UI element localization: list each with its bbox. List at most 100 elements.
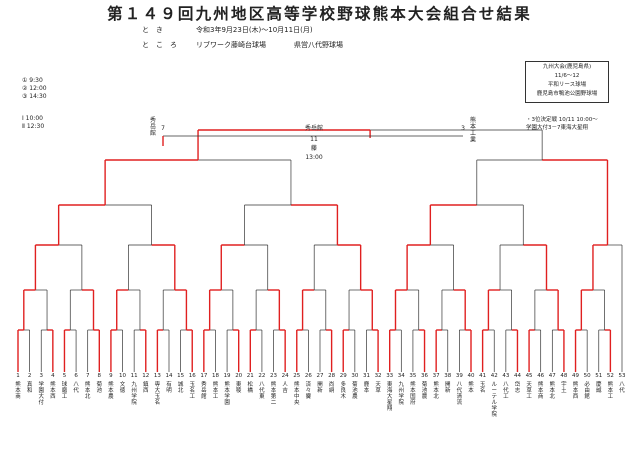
team-name: 代 (259, 386, 265, 394)
team-name: 熊 (468, 380, 474, 388)
final-score-right: 3 (461, 125, 465, 132)
team-name: 志 (515, 386, 521, 394)
team-name: 木 (340, 392, 346, 400)
date-value: 令和3年9月23日(木)～10月11日(月) (196, 26, 313, 34)
team-name: 本 (50, 386, 56, 394)
team-number: 50 (584, 373, 591, 379)
team-name: 第 (271, 392, 277, 400)
team-name: 九 (131, 380, 137, 388)
team-name: 多 (340, 380, 346, 388)
team-name: 工 (503, 393, 509, 400)
team-name: 良 (340, 386, 346, 394)
team-name: 園 (38, 387, 44, 394)
team-name: 宇 (561, 380, 567, 388)
team-name: 代 (73, 386, 79, 394)
team-name: 府 (410, 398, 416, 406)
team-number: 47 (549, 373, 556, 379)
team-name: 工 (608, 393, 614, 400)
team-number: 48 (560, 373, 567, 379)
team-name: 工 (62, 393, 68, 400)
team-name: 草 (375, 386, 381, 394)
team-name: 土 (561, 386, 567, 394)
team-name: 海 (387, 386, 393, 394)
team-number: 11 (131, 373, 138, 379)
team-number: 26 (305, 373, 312, 379)
team-number: 46 (537, 373, 544, 379)
team-name: 熊 (224, 380, 230, 388)
team-name: 明 (166, 387, 172, 394)
team-name: 州 (399, 388, 405, 394)
team-name: 西 (573, 393, 579, 400)
team-name: 熊 (213, 380, 219, 388)
final-venue: 藤 (311, 144, 317, 152)
team-number: 9 (109, 373, 113, 379)
team-name: 九 (399, 380, 405, 388)
team-name: 松 (248, 380, 254, 388)
team-name: 付 (38, 398, 44, 406)
team-number: 24 (282, 373, 289, 379)
team-name: 翔 (387, 404, 393, 412)
team-name: 池 (352, 386, 358, 394)
team-number: 32 (375, 373, 382, 379)
team-name: 真 (27, 380, 33, 388)
team-name: 本 (468, 386, 474, 394)
team-number: 13 (154, 373, 161, 379)
team-number: 30 (351, 373, 358, 379)
team-name: 工 (213, 393, 219, 400)
team-name: 大 (387, 392, 393, 400)
team-name: 西 (50, 393, 56, 400)
team-number: 51 (595, 373, 602, 379)
team-name: 専 (155, 380, 161, 388)
team-name: 農 (352, 392, 358, 400)
final-score-left: 7 (161, 125, 165, 132)
team-name: 有 (166, 380, 172, 388)
team-name: 代 (457, 386, 463, 394)
final-team-left: 館 (150, 129, 156, 137)
team-name: 尚 (329, 380, 335, 388)
team-name: 名 (480, 386, 486, 394)
team-name: 鎮 (143, 380, 149, 388)
team-name: 館 (201, 392, 207, 400)
team-name: 学 (224, 392, 230, 400)
team-name: 商 (15, 392, 21, 400)
team-name: 代 (503, 386, 509, 394)
team-name: 州 (131, 388, 137, 394)
team-number: 14 (166, 373, 173, 379)
team-name: 菊 (422, 380, 428, 388)
team-name: 園 (224, 399, 230, 406)
team-name: 学 (38, 380, 44, 388)
team-name: 八 (619, 382, 625, 388)
team-name: 本 (108, 386, 114, 394)
team-number: 25 (293, 373, 300, 379)
team-number: 35 (409, 373, 416, 379)
team-name: 国 (410, 393, 416, 400)
team-number: 16 (189, 373, 196, 379)
team-name: 名 (189, 386, 195, 394)
team-name: 必 (584, 380, 590, 388)
team-name: 稜 (236, 387, 242, 394)
team-name: 菊 (97, 380, 103, 388)
team-number: 4 (51, 373, 55, 379)
team-name: 農 (108, 392, 114, 400)
team-name: 大 (155, 386, 161, 394)
team-name: 本 (224, 386, 230, 394)
team-number: 38 (444, 373, 451, 379)
team-name: 本 (538, 386, 544, 394)
final-team-right: 本 (470, 123, 476, 131)
team-name: 八 (457, 382, 463, 388)
team-name: ー (491, 388, 497, 394)
team-number: 28 (328, 373, 335, 379)
team-number: 18 (212, 373, 219, 379)
team-number: 1 (16, 373, 20, 379)
team-name: 東 (387, 380, 393, 388)
team-number: 10 (119, 373, 126, 379)
team-name: ル (491, 382, 497, 388)
team-name: 代 (619, 386, 625, 394)
team-name: 本 (271, 386, 277, 394)
team-name: 黌 (306, 392, 312, 400)
final-team-right: 業 (470, 136, 476, 144)
team-name: 中 (294, 392, 300, 400)
